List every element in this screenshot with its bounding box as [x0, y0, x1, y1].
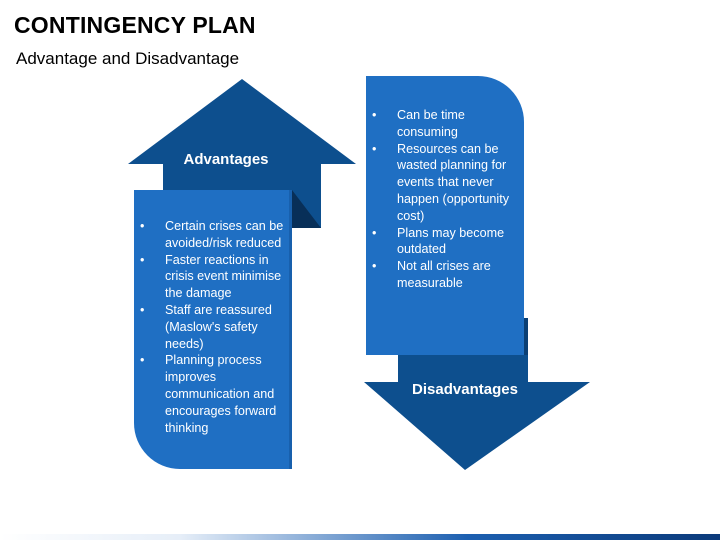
footer-gradient-bar	[0, 534, 720, 540]
disadvantages-arrow-fold	[524, 318, 528, 355]
disadvantages-label: Disadvantages	[412, 381, 518, 398]
slide-subtitle: Advantage and Disadvantage	[16, 49, 240, 68]
disadvantages-arrow	[364, 318, 590, 470]
disadvantages-item: Not all crises are measurable	[370, 258, 522, 292]
advantages-item: Faster reactions in crisis event minimis…	[138, 252, 288, 302]
advantages-list: Certain crises can be avoided/risk reduc…	[138, 218, 288, 436]
disadvantages-item: Resources can be wasted planning for eve…	[370, 141, 522, 225]
advantages-arrow-fold	[292, 190, 321, 228]
advantages-panel-edge	[289, 190, 292, 469]
advantages-item: Staff are reassured (Maslow's safety nee…	[138, 302, 288, 352]
advantages-label: Advantages	[183, 151, 269, 168]
advantages-item: Certain crises can be avoided/risk reduc…	[138, 218, 288, 252]
disadvantages-list: Can be time consuming Resources can be w…	[370, 107, 522, 292]
slide-title: CONTINGENCY PLAN	[14, 12, 256, 38]
disadvantages-item: Can be time consuming	[370, 107, 522, 141]
disadvantages-item: Plans may become outdated	[370, 225, 522, 259]
advantages-item: Planning process improves communication …	[138, 352, 288, 436]
